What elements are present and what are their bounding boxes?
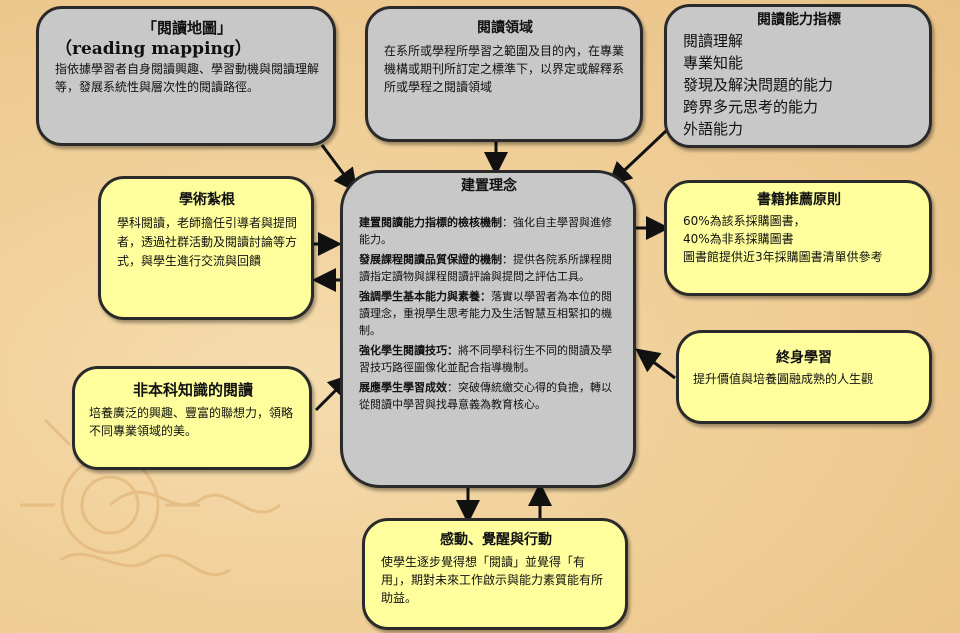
point-text: ：突破傳統繳交心得的負擔，轉以從閱讀中學習與找尋意義為教育核心。: [359, 381, 612, 411]
point-heading: 展應學生學習成效: [359, 381, 447, 394]
reading-map-subtitle: （reading mapping）: [55, 39, 252, 59]
book-recommend-title: 書籍推薦原則: [757, 192, 841, 208]
core-concept-point: 強化學生閱讀技巧：將不同學科衍生不同的閱讀及學習技巧路徑圖像化並配合指導機制。: [359, 342, 619, 376]
reading-domain-text: 在系所或學程所學習之範圍及目的內，在專業機構或期刊所訂定之標準下，以界定或解釋系…: [384, 44, 625, 94]
point-text: ：提供各院系所課程閱讀指定讀物與課程閱讀評論與提問之評估工具。: [359, 253, 612, 283]
indicator-item: 專業知能: [683, 54, 744, 72]
non-major-box: 非本科知識的閱讀 培養廣泛的興趣、豐富的聯想力，領略不同專業領域的美。: [72, 366, 312, 470]
core-concept-point: 建置閱讀能力指標的檢核機制：強化自主學習與進修能力。: [359, 214, 619, 248]
indicator-item: 發現及解決問題的能力: [683, 76, 834, 94]
reading-map-title: 「閱讀地圖」: [141, 19, 232, 37]
core-concept-point: 展應學生學習成效：突破傳統繳交心得的負擔，轉以從閱讀中學習與找尋意義為教育核心。: [359, 379, 619, 413]
point-heading: 強化學生閱讀技巧：: [359, 344, 458, 357]
point-heading: 強調學生基本能力與素養：: [359, 290, 491, 303]
lifelong-title: 終身學習: [776, 350, 832, 366]
non-major-text: 培養廣泛的興趣、豐富的聯想力，領略不同專業領域的美。: [89, 406, 294, 438]
lifelong-box: 終身學習 提升價值與培養圓融成熟的人生觀: [676, 330, 932, 424]
non-major-title: 非本科知識的閱讀: [132, 381, 253, 399]
indicator-item: 外語能力: [683, 120, 744, 138]
core-concept-point: 強調學生基本能力與素養：落實以學習者為本位的閱讀理念，重視學生思考能力及生活智慧…: [359, 288, 619, 339]
point-text: 將不同學科衍生不同的閱讀及學習技巧路徑圖像化並配合指導機制。: [359, 344, 612, 374]
reading-map-text: 指依據學習者自身閱讀興趣、學習動機與閱讀理解等，發展系統性與層次性的閱讀路徑。: [55, 62, 320, 94]
academic-root-text: 學科閱讀，老師擔任引導者與提問者，透過社群活動及閱讀討論等方式，與學生進行交流與…: [117, 216, 298, 268]
point-heading: 建置閱讀能力指標的檢核機制: [359, 216, 502, 229]
reading-domain-title: 閱讀領域: [477, 20, 533, 36]
inspire-text: 使學生逐步覺得想「閱讀」並覺得「有用」，期對未來工作啟示與能力素質能有所助益。: [381, 555, 604, 605]
point-text: 落實以學習者為本位的閱讀理念，重視學生思考能力及生活智慧互相緊扣的機制。: [359, 290, 612, 337]
reading-indicators-list: 閱讀理解 專業知能 發現及解決問題的能力 跨界多元思考的能力 外語能力: [683, 30, 915, 140]
reading-indicators-box: 閱讀能力指標 閱讀理解 專業知能 發現及解決問題的能力 跨界多元思考的能力 外語…: [664, 4, 932, 148]
reading-domain-box: 閱讀領域 在系所或學程所學習之範圍及目的內，在專業機構或期刊所訂定之標準下，以界…: [365, 6, 643, 142]
inspire-title: 感動、覺醒與行動: [440, 532, 552, 548]
core-concept-title: 建置理念: [461, 178, 517, 194]
book-recommend-line: 40%為非系採購圖書: [683, 232, 794, 246]
reading-indicators-title: 閱讀能力指標: [757, 12, 841, 28]
reading-map-box: 「閱讀地圖」 （reading mapping） 指依據學習者自身閱讀興趣、學習…: [36, 6, 336, 146]
lifelong-text: 提升價值與培養圓融成熟的人生觀: [693, 372, 874, 386]
point-heading: 發展課程閱讀品質保證的機制: [359, 253, 502, 266]
book-recommend-line: 圖書館提供近3年採購圖書清單供參考: [683, 250, 883, 264]
core-concept-point: 發展課程閱讀品質保證的機制：提供各院系所課程閱讀指定讀物與課程閱讀評論與提問之評…: [359, 251, 619, 285]
inspire-box: 感動、覺醒與行動 使學生逐步覺得想「閱讀」並覺得「有用」，期對未來工作啟示與能力…: [362, 518, 628, 630]
book-recommend-line: 60%為該系採購圖書，: [683, 214, 806, 228]
point-text: ：強化自主學習與進修能力。: [359, 216, 612, 246]
academic-root-title: 學術紮根: [179, 192, 235, 208]
book-recommend-box: 書籍推薦原則 60%為該系採購圖書， 40%為非系採購圖書 圖書館提供近3年採購…: [664, 180, 932, 296]
indicator-item: 跨界多元思考的能力: [683, 98, 819, 116]
core-concept-box: 建置理念 建置閱讀能力指標的檢核機制：強化自主學習與進修能力。 發展課程閱讀品質…: [340, 170, 636, 488]
indicator-item: 閱讀理解: [683, 32, 744, 50]
academic-root-box: 學術紮根 學科閱讀，老師擔任引導者與提問者，透過社群活動及閱讀討論等方式，與學生…: [98, 176, 314, 320]
